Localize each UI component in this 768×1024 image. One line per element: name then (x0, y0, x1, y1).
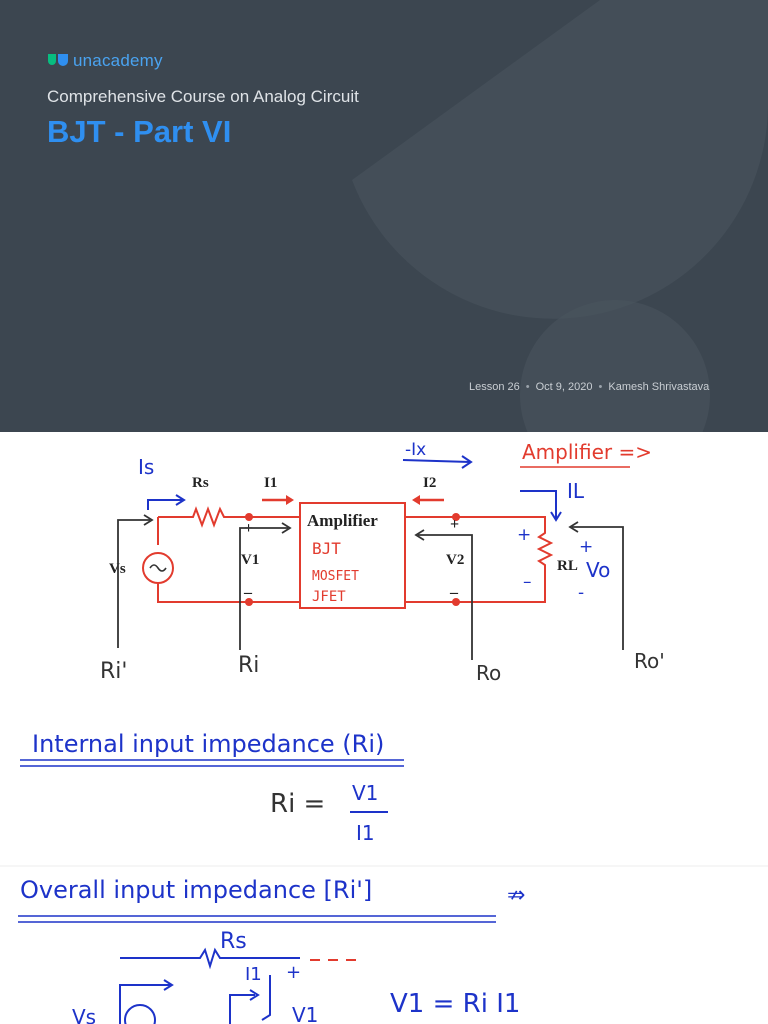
handwritten-i1: I1 (245, 964, 262, 985)
voltage-source (142, 552, 174, 584)
label-rl: RL (557, 558, 578, 574)
double-underline (20, 759, 404, 767)
minus-sign: – (449, 584, 459, 601)
handwritten-is: Is (138, 455, 154, 479)
handwritten-mosfet: MOSFET (312, 569, 359, 584)
label-i1: I1 (264, 475, 277, 491)
arrow-head-icon (286, 495, 294, 505)
minus-sign: – (523, 572, 532, 592)
overall-circuit-sketch (119, 947, 300, 1024)
handwritten-ro-prime: Ro' (634, 649, 665, 673)
formula-ri-denominator: I1 (356, 821, 375, 845)
plus-sign: + (517, 525, 531, 545)
arrow-head-icon (414, 529, 425, 541)
is-arrow (147, 499, 182, 510)
wire (157, 583, 300, 603)
arrow-head-icon (412, 495, 420, 505)
heading-overall-impedance: Overall input impedance [Ri'] (20, 876, 372, 904)
plus-sign: + (286, 962, 301, 983)
current-arrow-ix (402, 459, 471, 463)
il-arrow (520, 490, 557, 518)
handwritten-minus-ix: -Ix (405, 440, 426, 460)
double-underline (18, 915, 496, 923)
course-name: Comprehensive Course on Analog Circuit (47, 87, 359, 106)
lesson-date: Oct 9, 2020 (535, 381, 593, 393)
impedance-probes (117, 514, 624, 660)
sine-symbol-icon (149, 564, 167, 572)
minus-sign: – (243, 584, 253, 601)
voltage-source (124, 1004, 156, 1024)
equation-v1: V1 = Ri I1 (390, 989, 520, 1019)
handwritten-rs: Rs (220, 929, 247, 954)
load-resistor (405, 516, 554, 603)
handwritten-vo: Vo (586, 558, 610, 582)
arrow-head-icon (568, 521, 579, 533)
handwritten-amplifier-note: Amplifier => (522, 440, 652, 464)
arrow-head-icon (550, 511, 562, 522)
handwritten-v1: V1 (292, 1003, 318, 1024)
lesson-number: Lesson 26 (469, 381, 520, 393)
handwritten-jfet: JFET (312, 589, 346, 605)
wire (261, 975, 271, 1021)
amplifier-box (299, 502, 406, 609)
arrow-head-icon (175, 494, 186, 506)
probe (229, 994, 255, 1024)
separator-dot: • (525, 381, 530, 393)
arrow-head-icon (163, 979, 174, 991)
handwritten-ro: Ro (476, 661, 501, 685)
circuit-diagram (142, 502, 554, 609)
lesson-cover: unacademy Comprehensive Course on Analog… (0, 0, 768, 432)
heading-internal-impedance: Internal input impedance (Ri) (32, 730, 384, 758)
label-i2: I2 (423, 475, 436, 491)
plus-sign: + (450, 516, 459, 533)
resistor-rs (120, 947, 300, 970)
arrow-head-icon (249, 989, 260, 1001)
blue-annotations (147, 455, 562, 522)
whiteboard-notes: Rs I1 I2 Vs V1 V2 RL Amplifier + – + – B… (0, 440, 768, 1024)
brand-name: unacademy (73, 51, 163, 70)
handwritten-ri: Ri (238, 653, 259, 678)
wire (119, 984, 170, 1024)
label-v1: V1 (241, 552, 259, 568)
source-resistor (158, 506, 300, 528)
minus-sign: - (578, 583, 584, 603)
lesson-author: Kamesh Shrivastava (608, 381, 710, 393)
handwritten-bjt: BJT (312, 539, 341, 558)
cover-decoration (352, 0, 768, 432)
handwritten-vs: Vs (72, 1005, 96, 1024)
formula-ri-numerator: V1 (352, 781, 378, 805)
plus-sign: + (579, 537, 593, 557)
lesson-title: BJT - Part VI (47, 114, 232, 149)
formula-ri-lhs: Ri = (270, 789, 325, 819)
arrow-head-icon (143, 514, 154, 526)
arrow-head-icon (281, 522, 292, 534)
label-v2: V2 (446, 552, 464, 568)
probe-ri-prime (117, 519, 150, 648)
arrow-head-icon (461, 455, 473, 469)
handwritten-il: IL (567, 479, 585, 503)
probe-ro (418, 534, 473, 660)
implies-icon: ⇏ (507, 883, 525, 908)
terminal-dots (245, 513, 460, 606)
handwritten-ri-prime: Ri' (100, 659, 127, 684)
probe-ro-prime (572, 526, 624, 650)
brand-logo: unacademy (47, 51, 163, 71)
amplifier-label: Amplifier (307, 511, 378, 530)
label-rs: Rs (192, 475, 209, 491)
separator-dot: • (598, 381, 603, 393)
lesson-meta: Lesson 26 • Oct 9, 2020 • Kamesh Shrivas… (469, 381, 709, 393)
probe-ri (239, 527, 288, 650)
unacademy-logo-icon (48, 54, 68, 66)
